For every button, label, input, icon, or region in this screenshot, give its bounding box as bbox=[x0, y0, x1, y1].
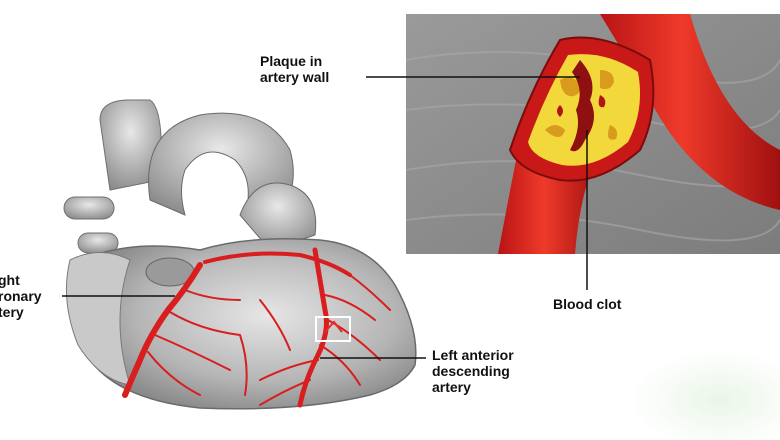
blockage-marker bbox=[323, 320, 343, 334]
label-line: Left anterior bbox=[432, 347, 514, 363]
label-line: tery bbox=[0, 304, 24, 320]
label-line: ronary bbox=[0, 288, 42, 304]
blockage-highlight-box bbox=[315, 316, 351, 342]
label-line: descending bbox=[432, 363, 510, 379]
right-coronary-artery bbox=[122, 262, 203, 398]
clot-accent bbox=[557, 95, 606, 117]
label-right-coronary-artery: ght ronary tery bbox=[0, 272, 42, 320]
label-blood-clot: Blood clot bbox=[553, 296, 622, 312]
plaque-texture bbox=[545, 70, 618, 140]
pulmonary-trunk bbox=[239, 182, 317, 251]
background-glow bbox=[630, 350, 780, 440]
label-line: artery bbox=[432, 379, 471, 395]
right-atrium bbox=[65, 252, 131, 386]
heart-body bbox=[82, 238, 417, 410]
artery-branches bbox=[147, 274, 391, 406]
pulmonary-vein-upper bbox=[63, 196, 115, 220]
label-line: Plaque in bbox=[260, 53, 323, 69]
label-left-anterior-descending-artery: Left anterior descending artery bbox=[432, 347, 514, 395]
artery-inset-panel bbox=[405, 14, 780, 254]
coronary-arteries bbox=[122, 247, 391, 408]
blood-clot bbox=[570, 60, 594, 152]
label-plaque-in-artery-wall: Plaque in artery wall bbox=[260, 53, 329, 85]
circumflex-artery bbox=[203, 251, 352, 277]
leader-lines bbox=[62, 76, 588, 359]
heart-illustration bbox=[63, 99, 417, 410]
label-line: artery wall bbox=[260, 69, 330, 85]
label-line: ght bbox=[0, 272, 20, 288]
